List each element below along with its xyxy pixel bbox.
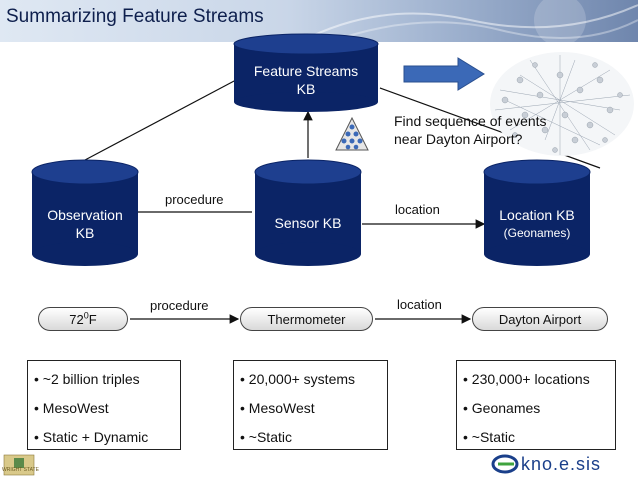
location-info-item: • 230,000+ locations [463, 371, 590, 387]
wright-state-logo [3, 454, 35, 476]
observation-info-item: • Static + Dynamic [34, 429, 149, 445]
observation-line1: Observation [47, 207, 123, 223]
blue-right-arrow-icon [403, 57, 485, 91]
query-line2: near Dayton Airport? [394, 131, 523, 147]
observation-info-item: • MesoWest [34, 400, 109, 416]
knoesis-logo-text: kno.e.sis [521, 454, 602, 474]
location-line1: Location KB [499, 207, 575, 223]
arrow-observation-to-feature [84, 79, 237, 161]
location-kb-cylinder [483, 159, 591, 266]
temperature-unit: F [88, 312, 97, 327]
location-info-item: • Geonames [463, 400, 541, 416]
query-line1: Find sequence of events [394, 113, 547, 129]
query-text: Find sequence of events near Dayton Airp… [394, 112, 547, 148]
wright-state-logo-text: WRIGHT STATE [2, 467, 39, 473]
observation-kb-cylinder [31, 159, 139, 266]
edge-label-procedure-top: procedure [165, 192, 224, 207]
observation-info-box: • ~2 billion triples • MesoWest • Static… [27, 360, 181, 450]
location-info-item: • ~Static [463, 429, 515, 445]
sensor-kb-label: Sensor KB [255, 214, 361, 232]
graph-network-image [490, 52, 634, 156]
thermometer-label: Thermometer [267, 312, 346, 327]
sensor-info-item: • 20,000+ systems [240, 371, 356, 387]
sensor-info-box: • 20,000+ systems • MesoWest • ~Static [233, 360, 388, 450]
location-kb-label: Location KB (Geonames) [484, 206, 590, 242]
observation-kb-label: Observation KB [32, 206, 138, 242]
edge-label-location-bottom: location [397, 297, 442, 312]
sensor-info-item: • MesoWest [240, 400, 315, 416]
feature-streams-kb-label: Feature Streams KB [246, 62, 366, 98]
dayton-airport-instance-pill: Dayton Airport [472, 307, 608, 331]
observation-line2: KB [75, 225, 95, 241]
header-decoration [299, 0, 638, 42]
temperature-superscript: 0 [83, 310, 89, 321]
page-title: Summarizing Feature Streams [6, 6, 264, 27]
location-line2: (Geonames) [503, 226, 571, 240]
edge-label-location-top: location [395, 202, 440, 217]
temperature-instance-pill: 720F [38, 307, 128, 331]
sensor-line1: Sensor KB [274, 215, 342, 231]
knoesis-logo-icon [491, 454, 519, 474]
temperature-value: 72 [69, 312, 84, 327]
dayton-airport-label: Dayton Airport [498, 312, 582, 327]
feature-streams-line1: Feature Streams [253, 63, 359, 79]
observation-info-item: • ~2 billion triples [34, 371, 140, 387]
location-info-box: • 230,000+ locations • Geonames • ~Stati… [456, 360, 616, 450]
feature-streams-kb-cylinder [233, 33, 379, 112]
sensor-kb-cylinder [254, 159, 362, 266]
edge-label-procedure-bottom: procedure [150, 298, 209, 313]
feature-streams-line2: KB [296, 81, 316, 97]
triangle-dots-icon [335, 116, 369, 151]
thermometer-instance-pill: Thermometer [240, 307, 373, 331]
sensor-info-item: • ~Static [240, 429, 292, 445]
